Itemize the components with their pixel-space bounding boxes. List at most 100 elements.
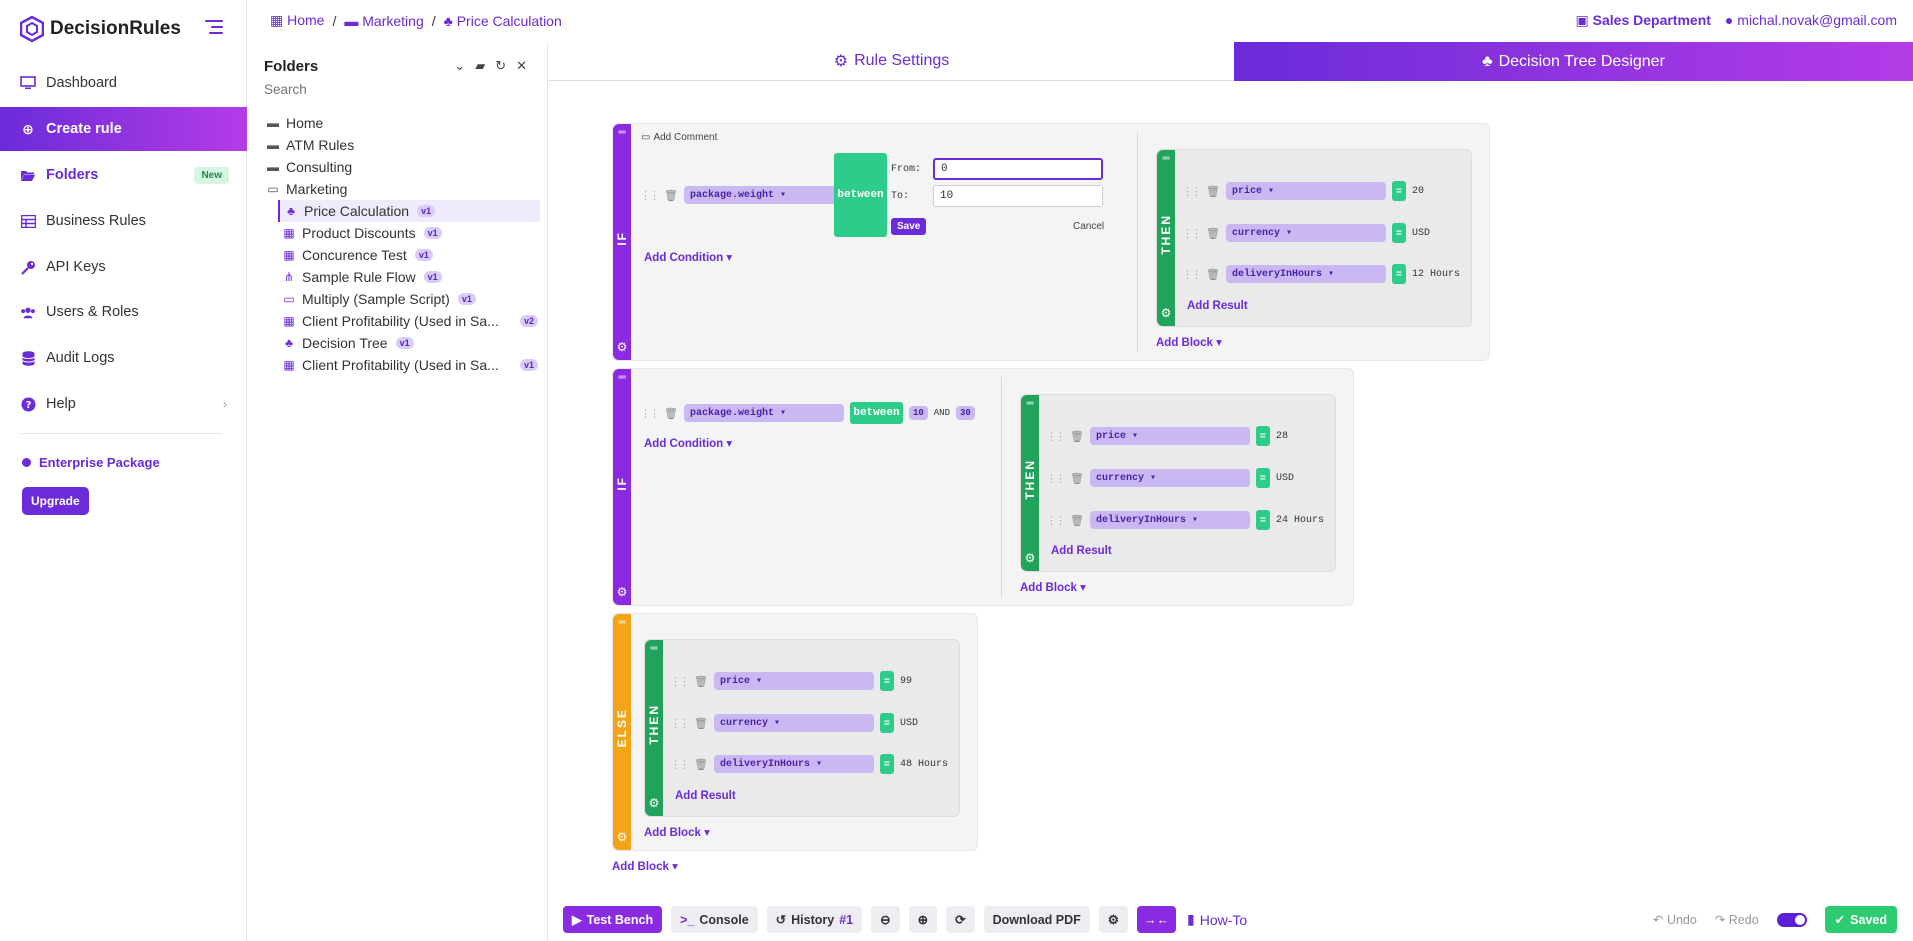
result-field-select[interactable]: deliveryInHours ▾ [713, 755, 874, 773]
equals-operator[interactable]: = [1391, 264, 1406, 284]
collapse-all-icon[interactable]: ⌄ [454, 58, 466, 73]
trash-icon[interactable]: 🗑 [664, 189, 678, 202]
result-value[interactable]: 28 [1275, 430, 1288, 442]
nav-folders[interactable]: Folders New [0, 153, 247, 197]
breadcrumb-home[interactable]: ▦ Home [270, 12, 325, 28]
new-folder-icon[interactable]: ▰ [475, 58, 486, 73]
trash-icon[interactable]: 🗑 [664, 407, 678, 420]
settings-button[interactable]: ⚙ [1098, 906, 1128, 933]
equals-operator[interactable]: = [1391, 223, 1406, 243]
result-value[interactable]: 12 Hours [1411, 268, 1460, 280]
gear-icon[interactable]: ⚙ [616, 339, 628, 354]
rule-client-profitability-v2[interactable]: ▦Client Profitability (Used in Sa...v2 [282, 310, 539, 332]
test-bench-button[interactable]: ▶Test Bench [563, 906, 663, 933]
add-block-button[interactable]: Add Block ▾ [644, 827, 710, 839]
nav-business-rules[interactable]: Business Rules [0, 199, 247, 243]
equals-operator[interactable]: = [1255, 426, 1270, 446]
folder-marketing[interactable]: ▭Marketing [267, 181, 348, 197]
nav-api-keys[interactable]: API Keys [0, 245, 247, 289]
tab-rule-settings[interactable]: ⚙Rule Settings [549, 42, 1234, 81]
drag-handle-icon[interactable]: ═ [1026, 398, 1034, 409]
autosave-toggle[interactable] [1776, 912, 1807, 927]
result-field-select[interactable]: price ▾ [1225, 182, 1386, 200]
upgrade-button[interactable]: Upgrade [22, 487, 89, 515]
result-value[interactable]: 20 [1411, 185, 1424, 197]
add-comment-button[interactable]: ▭Add Comment [641, 132, 718, 143]
cancel-button[interactable]: Cancel [1073, 221, 1105, 232]
to-value[interactable]: 30 [955, 406, 975, 420]
nav-dashboard[interactable]: Dashboard [0, 61, 247, 105]
add-result-button[interactable]: Add Result [1187, 300, 1248, 312]
equals-operator[interactable]: = [1255, 510, 1270, 530]
logo[interactable]: DecisionRules [20, 16, 181, 42]
rule-client-profitability-v1[interactable]: ▦Client Profitability (Used in Sa...v1 [282, 354, 539, 376]
zoom-in-button[interactable]: ⊕ [908, 906, 938, 933]
equals-operator[interactable]: = [879, 671, 894, 691]
add-block-root-button[interactable]: Add Block ▾ [612, 861, 678, 873]
equals-operator[interactable]: = [879, 713, 894, 733]
gear-icon[interactable]: ⚙ [616, 830, 628, 844]
user-menu[interactable]: ● michal.novak@gmail.com [1724, 12, 1897, 28]
drag-handle-icon[interactable]: ═ [618, 617, 626, 628]
layout-toggle-button[interactable]: →← [1137, 906, 1176, 933]
folder-home[interactable]: ▬Home [267, 115, 324, 131]
trash-icon[interactable]: 🗑 [1206, 268, 1220, 281]
download-pdf-button[interactable]: Download PDF [983, 906, 1090, 933]
save-button[interactable]: Save [891, 218, 927, 235]
department-selector[interactable]: ▣ Sales Department [1575, 12, 1711, 28]
nav-users-roles[interactable]: Users & Roles [0, 290, 247, 334]
result-field-select[interactable]: currency ▾ [713, 714, 874, 732]
gear-icon[interactable]: ⚙ [616, 584, 628, 599]
result-value[interactable]: USD [1275, 472, 1294, 484]
equals-operator[interactable]: = [1255, 468, 1270, 488]
trash-icon[interactable]: 🗑 [1206, 185, 1220, 198]
result-field-select[interactable]: deliveryInHours ▾ [1089, 511, 1250, 529]
redo-button[interactable]: ↷ Redo [1714, 913, 1759, 927]
add-condition-button[interactable]: Add Condition ▾ [644, 438, 733, 450]
trash-icon[interactable]: 🗑 [1070, 472, 1084, 485]
add-block-button[interactable]: Add Block ▾ [1156, 337, 1222, 349]
nav-audit-logs[interactable]: Audit Logs [0, 336, 247, 380]
folder-consulting[interactable]: ▬Consulting [267, 159, 353, 175]
result-value[interactable]: USD [1411, 227, 1430, 239]
result-field-select[interactable]: currency ▾ [1225, 224, 1386, 242]
reset-zoom-button[interactable]: ⟳ [946, 906, 975, 933]
to-input[interactable]: 10 [933, 185, 1103, 207]
trash-icon[interactable]: 🗑 [1206, 227, 1220, 240]
close-icon[interactable]: ✕ [516, 58, 527, 73]
drag-handle-icon[interactable]: ⋮⋮ [640, 189, 660, 202]
condition-field-select[interactable]: package.weight ▾ [683, 186, 844, 204]
gear-icon[interactable]: ⚙ [1160, 305, 1172, 320]
gear-icon[interactable]: ⚙ [1024, 550, 1036, 565]
result-value[interactable]: 99 [899, 675, 912, 687]
nav-create-rule[interactable]: ⊕ Create rule [0, 107, 247, 151]
drag-handle-icon[interactable]: ═ [618, 372, 626, 383]
drag-handle-icon[interactable]: ═ [1162, 153, 1170, 164]
nav-help[interactable]: ? Help › [0, 382, 247, 426]
drag-handle-icon[interactable]: ⋮⋮ [640, 407, 660, 420]
breadcrumb-current[interactable]: ♣ Price Calculation [443, 12, 562, 29]
equals-operator[interactable]: = [1391, 181, 1406, 201]
equals-operator[interactable]: = [879, 754, 894, 774]
zoom-out-button[interactable]: ⊖ [871, 906, 900, 933]
result-value[interactable]: USD [899, 717, 918, 729]
folder-atm-rules[interactable]: ▬ATM Rules [267, 137, 355, 153]
result-field-select[interactable]: currency ▾ [1089, 469, 1250, 487]
drag-handle-icon[interactable]: ═ [650, 643, 658, 654]
result-value[interactable]: 48 Hours [899, 758, 948, 770]
rule-multiply-script[interactable]: ▭Multiply (Sample Script)v1 [282, 288, 476, 310]
drag-handle-icon[interactable]: ═ [618, 127, 626, 138]
gear-icon[interactable]: ⚙ [648, 795, 660, 810]
trash-icon[interactable]: 🗑 [694, 758, 708, 771]
add-condition-button[interactable]: Add Condition ▾ [644, 252, 733, 264]
condition-field-select[interactable]: package.weight ▾ [683, 404, 844, 422]
add-block-button[interactable]: Add Block ▾ [1020, 582, 1086, 594]
tab-decision-tree-designer[interactable]: ♣Decision Tree Designer [1234, 42, 1913, 81]
add-result-button[interactable]: Add Result [675, 790, 736, 802]
result-value[interactable]: 24 Hours [1275, 514, 1324, 526]
trash-icon[interactable]: 🗑 [1070, 514, 1084, 527]
